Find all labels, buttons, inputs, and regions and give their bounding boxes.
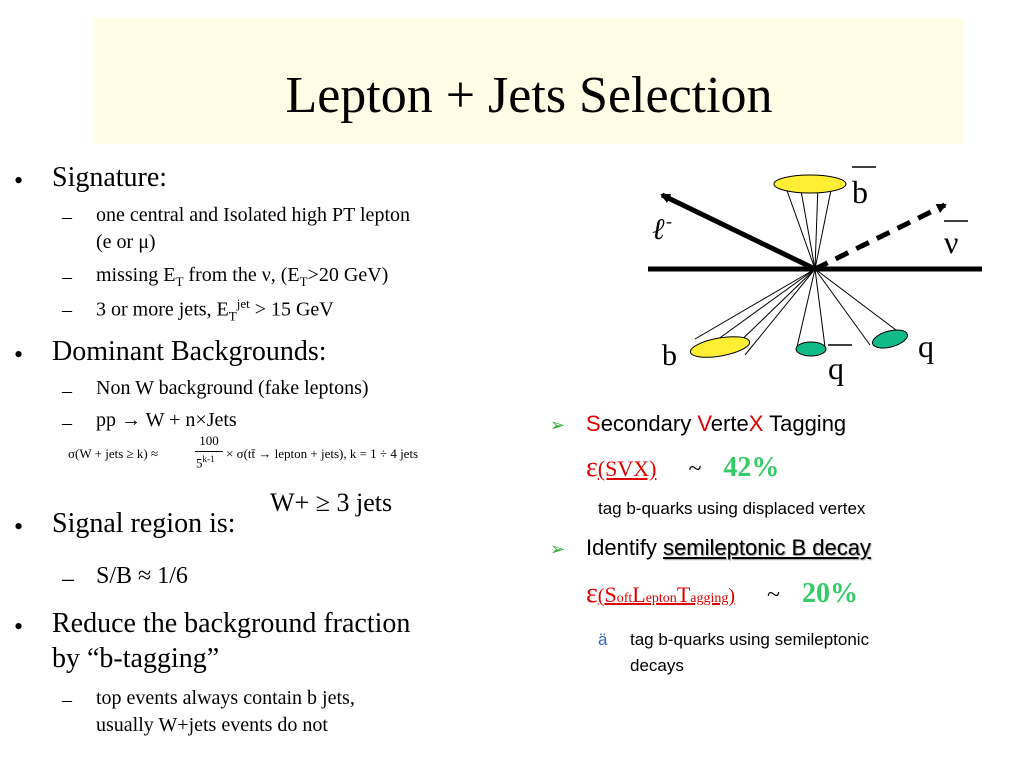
jet-line bbox=[799, 184, 816, 270]
dash: – bbox=[62, 206, 72, 228]
sub-non-w: Non W background (fake leptons) bbox=[96, 377, 369, 399]
jet-line bbox=[814, 268, 826, 348]
jet-line bbox=[814, 184, 819, 270]
jet-line bbox=[784, 184, 816, 270]
formula-numerator: 100 bbox=[199, 433, 219, 448]
dash: – bbox=[62, 299, 72, 321]
bullet-dot: • bbox=[14, 340, 24, 369]
jet-line bbox=[796, 268, 816, 348]
dash: – bbox=[62, 566, 74, 592]
sub-top-events-2: usually W+jets events do not bbox=[96, 714, 328, 736]
label-lepton: ℓ bbox=[652, 213, 665, 246]
label-b: b bbox=[662, 339, 677, 372]
jet-line bbox=[814, 184, 833, 270]
bullet-dot: • bbox=[14, 512, 24, 541]
neutrino-arrow bbox=[813, 202, 947, 272]
jet-line bbox=[814, 268, 871, 346]
label-q: q bbox=[918, 328, 934, 364]
sub-s-over-b: S/B ≈ 1/6 bbox=[96, 563, 188, 589]
b-jet-ellipse bbox=[689, 336, 751, 358]
jet-line bbox=[709, 268, 816, 346]
dash: – bbox=[62, 412, 72, 434]
label-bbar: b bbox=[852, 174, 868, 210]
jet-line bbox=[744, 268, 816, 356]
label-nubar: ν bbox=[944, 224, 958, 260]
bbar-jet-ellipse bbox=[773, 174, 847, 194]
svx-efficiency: ε(SVX) ~ 42% bbox=[586, 452, 780, 483]
page-title: Lepton + Jets Selection bbox=[285, 67, 773, 124]
svx-heading: Secondary VerteX Tagging bbox=[586, 411, 847, 436]
sub-pp-w: pp → W + n×Jets bbox=[96, 409, 237, 431]
jet-line bbox=[814, 268, 901, 334]
sub-missing-et: missing ET from the ν, (ET>20 GeV) bbox=[96, 264, 389, 289]
dash: – bbox=[62, 266, 72, 288]
formula-right: × σ(tt̄ → lepton + jets), k = 1 ÷ 4 jets bbox=[226, 446, 419, 461]
formula-bar bbox=[195, 451, 223, 452]
sub-lepton: one central and Isolated high PT lepton bbox=[96, 204, 410, 226]
sub-top-events: top events always contain b jets, bbox=[96, 687, 355, 709]
bullet-dot: • bbox=[14, 612, 24, 641]
sub-lepton-2: (e or μ) bbox=[96, 231, 156, 253]
slt-bullet-marker: ä bbox=[598, 630, 608, 649]
jet-line bbox=[694, 268, 816, 340]
qbar-jet-ellipse bbox=[795, 341, 827, 357]
slt-description-2: decays bbox=[630, 656, 684, 675]
bullet-signature: Signature: bbox=[52, 162, 168, 193]
dash: – bbox=[62, 689, 72, 711]
bullet-dot: • bbox=[14, 166, 24, 195]
sub-jets: 3 or more jets, ETjet > 15 GeV bbox=[96, 296, 334, 324]
bullet-reduce-2: by “b-tagging” bbox=[52, 643, 220, 674]
arrow-bullet-icon: ➢ bbox=[550, 415, 566, 435]
event-diagram: b ℓ - ν b q q bbox=[648, 166, 982, 386]
bullet-signal-region: Signal region is: bbox=[52, 508, 236, 539]
formula-left: σ(W + jets ≥ k) ≈ bbox=[68, 446, 159, 461]
lepton-arrow bbox=[660, 192, 817, 272]
bullet-backgrounds: Dominant Backgrounds: bbox=[52, 336, 327, 367]
q-jet-ellipse bbox=[871, 329, 909, 349]
slt-heading: Identify semileptonic B decay bbox=[586, 535, 871, 560]
w-jets-label: W+ ≥ 3 jets bbox=[270, 488, 393, 517]
slt-efficiency: ε(SoftLeptonTagging) ~ 20% bbox=[586, 578, 859, 609]
slt-description: tag b-quarks using semileptonic bbox=[630, 630, 870, 649]
label-lepton-sup: - bbox=[666, 211, 672, 231]
dash: – bbox=[62, 380, 72, 402]
bullet-reduce: Reduce the background fraction bbox=[52, 608, 411, 639]
svx-description: tag b-quarks using displaced vertex bbox=[598, 499, 866, 518]
arrow-bullet-icon: ➢ bbox=[550, 539, 566, 559]
label-qbar: q bbox=[828, 350, 844, 386]
formula-denominator: 5k-1 bbox=[196, 454, 215, 471]
title-box bbox=[94, 18, 964, 144]
